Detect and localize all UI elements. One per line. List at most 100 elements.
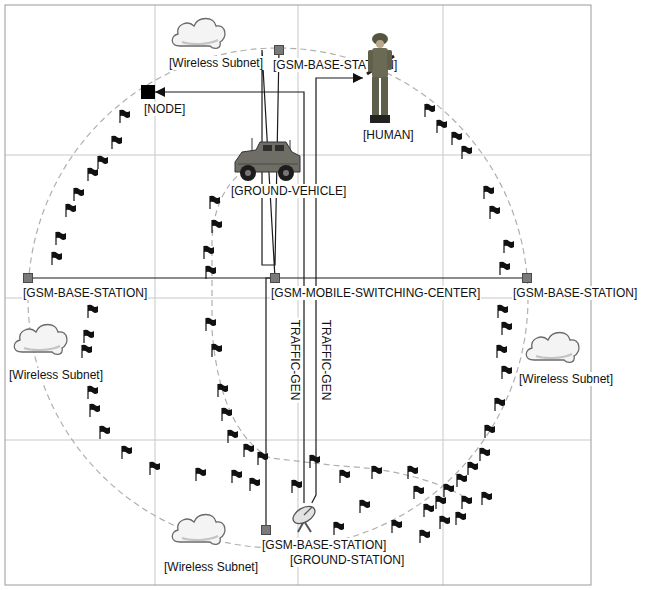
canvas-frame <box>5 5 591 585</box>
waypoint-flag <box>210 196 220 209</box>
human-node-icon <box>363 30 397 126</box>
ground-station-icon <box>289 503 319 533</box>
waypoint-flag <box>457 474 467 487</box>
waypoint-flag <box>100 426 110 439</box>
waypoint-flag <box>452 132 462 145</box>
waypoint-flag <box>502 366 512 379</box>
wireless-subnet: [Wireless Subnet] <box>8 318 104 382</box>
waypoint-flag <box>360 500 370 513</box>
node-label: [Wireless Subnet] <box>163 560 259 574</box>
waypoint-flag <box>462 146 472 159</box>
node-label: [Wireless Subnet] <box>518 372 614 386</box>
ground-vehicle: [GROUND-VEHICLE] <box>230 138 347 198</box>
waypoint-flag <box>122 446 132 459</box>
wireless-subnet: [Wireless Subnet] <box>518 326 614 386</box>
waypoint-flag <box>408 466 418 479</box>
waypoint-flag <box>206 318 216 331</box>
wireless-subnet: [Wireless Subnet] <box>168 12 264 70</box>
waypoint-flag <box>196 468 206 481</box>
waypoint-flag <box>468 462 478 475</box>
waypoint-flag <box>497 345 507 358</box>
waypoint-flag <box>392 520 402 533</box>
base-station-icon <box>274 45 284 55</box>
waypoint-flag <box>112 136 122 149</box>
waypoint-flag <box>292 480 302 493</box>
node-label: [GSM-MOBILE-SWITCHING-CENTER] <box>270 286 481 300</box>
waypoint-flag <box>212 220 222 233</box>
wireless-subnet-icon <box>168 12 228 52</box>
node-label: [Wireless Subnet] <box>8 368 104 382</box>
waypoint-flag <box>504 240 514 253</box>
link-line <box>266 278 270 525</box>
base-station: [GSM-BASE-STATION] <box>261 525 387 552</box>
waypoint-flag <box>425 104 435 117</box>
node-label: [HUMAN] <box>362 128 415 142</box>
waypoint-flag <box>480 448 490 461</box>
waypoint-flag <box>485 425 495 438</box>
waypoint-flag <box>88 386 98 399</box>
waypoint-flag <box>52 252 62 265</box>
waypoint-flag <box>66 204 76 217</box>
ground-vehicle-icon <box>232 138 302 182</box>
waypoint-flag <box>232 470 242 483</box>
waypoint-flag <box>456 512 466 525</box>
switching-center-icon <box>270 273 280 283</box>
waypoint-flag <box>250 478 260 491</box>
node-label: [GROUND-STATION] <box>289 553 405 567</box>
waypoint-flag <box>462 496 472 509</box>
waypoint-flag <box>218 384 228 397</box>
waypoint-flag <box>88 305 98 318</box>
waypoint-flag <box>502 322 512 335</box>
link-line <box>33 277 270 278</box>
waypoint-flag <box>222 408 232 421</box>
waypoint-flag <box>244 444 254 457</box>
waypoint-flag <box>498 305 508 318</box>
waypoint-flag <box>500 262 510 275</box>
base-station-icon <box>23 273 33 283</box>
waypoint-flag <box>206 266 216 279</box>
waypoint-flag <box>90 404 100 417</box>
waypoint-flag <box>310 455 320 468</box>
waypoint-flag <box>437 120 447 133</box>
waypoint-flag <box>340 470 350 483</box>
ground-station: [GROUND-STATION] <box>289 503 405 567</box>
human-node: [HUMAN] <box>362 30 415 142</box>
grid-lines <box>5 5 591 585</box>
waypoint-flag <box>440 516 450 529</box>
waypoint-flag <box>436 496 446 509</box>
waypoint-flags <box>52 104 514 543</box>
waypoint-flag <box>98 156 108 169</box>
node-label: [GSM-BASE-STATION] <box>261 538 387 552</box>
base-station-icon <box>261 525 271 535</box>
generic-node-icon <box>141 85 155 99</box>
waypoint-flag <box>372 466 382 479</box>
mobility-path <box>212 160 470 500</box>
edge-label: TRAFFIC-GEN <box>319 318 333 403</box>
node-label: [GSM-BASE-STATION] <box>512 286 638 300</box>
waypoint-flag <box>482 492 492 505</box>
waypoint-flag <box>84 330 94 343</box>
waypoint-flag <box>88 168 98 181</box>
switching-center: [GSM-MOBILE-SWITCHING-CENTER] <box>270 273 481 300</box>
waypoint-flag <box>495 398 505 411</box>
waypoint-flag <box>56 232 66 245</box>
waypoint-flag <box>484 186 494 199</box>
base-station: [GSM-BASE-STATION] <box>512 273 638 300</box>
wireless-subnet-icon <box>10 318 70 358</box>
base-station-icon <box>522 273 532 283</box>
waypoint-flag <box>82 345 92 358</box>
wireless-subnet: [Wireless Subnet] <box>163 508 259 574</box>
waypoint-flag <box>444 484 454 497</box>
wireless-subnet-icon <box>168 508 228 548</box>
node-label: [GROUND-VEHICLE] <box>230 184 347 198</box>
waypoint-flag <box>74 188 84 201</box>
edge-label: TRAFFIC-GEN <box>288 318 302 403</box>
waypoint-flag <box>334 522 344 535</box>
node-label: [NODE] <box>143 102 186 116</box>
waypoint-flag <box>414 486 424 499</box>
waypoint-flag <box>212 344 222 357</box>
base-station: [GSM-BASE-STATION] <box>22 273 148 300</box>
waypoint-flag <box>420 530 430 543</box>
